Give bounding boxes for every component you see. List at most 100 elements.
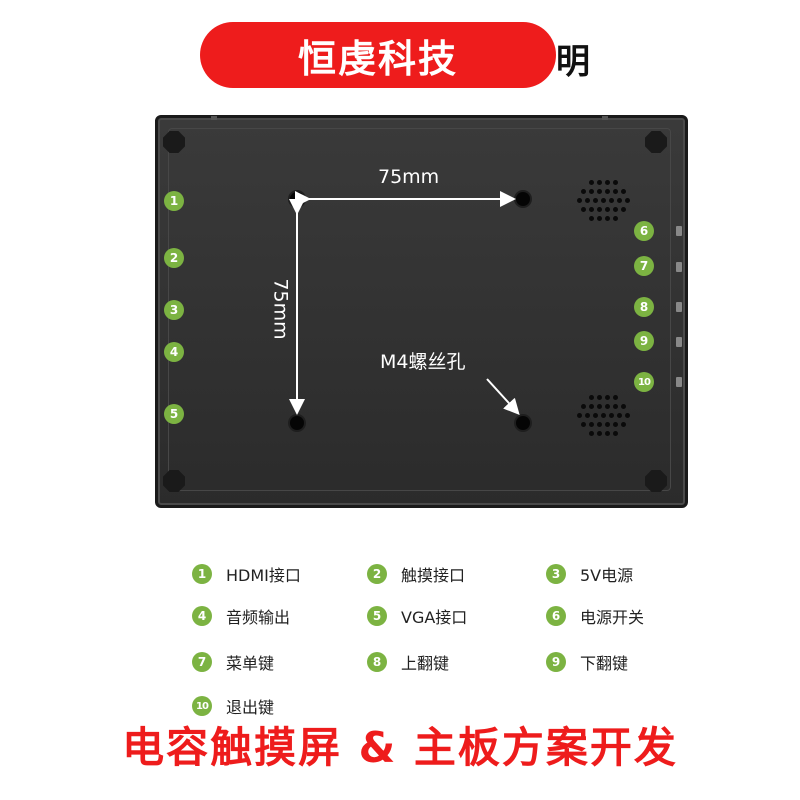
speaker-hole <box>612 207 618 212</box>
speaker-hole <box>580 404 586 409</box>
speaker-grille-bottom <box>574 393 632 441</box>
speaker-hole <box>596 422 602 427</box>
speaker-hole <box>600 198 606 203</box>
speaker-hole <box>588 395 594 400</box>
side-port-stub <box>676 302 682 312</box>
speaker-hole <box>624 413 630 418</box>
speaker-hole <box>620 207 626 212</box>
speaker-grille-top <box>574 178 632 226</box>
legend-item: 1 HDMI接口 <box>192 562 301 586</box>
speaker-hole <box>580 207 586 212</box>
port-badge-10: 10 <box>634 372 654 392</box>
brand-banner: 恒虔科技 <box>200 22 556 88</box>
speaker-hole <box>612 422 618 427</box>
speaker-hole <box>604 207 610 212</box>
speaker-hole <box>592 413 598 418</box>
legend-badge: 1 <box>192 564 212 584</box>
speaker-hole <box>612 189 618 194</box>
vesa-hole-bottom-right <box>516 416 530 430</box>
legend-item: 6 电源开关 <box>546 604 644 628</box>
legend-badge: 5 <box>367 606 387 626</box>
speaker-hole <box>596 207 602 212</box>
port-badge-2: 2 <box>164 248 184 268</box>
port-badge-3: 3 <box>164 300 184 320</box>
port-badge-5: 5 <box>164 404 184 424</box>
legend-label: 菜单键 <box>226 654 275 673</box>
banner-tail-text: 明 <box>556 42 590 82</box>
footer-slogan: 电容触摸屏 & 主板方案开发 <box>122 723 678 772</box>
corner-foot-bottom-right <box>645 470 667 492</box>
speaker-hole <box>612 180 618 185</box>
legend-item: 2 触摸接口 <box>367 562 465 586</box>
legend-badge: 2 <box>367 564 387 584</box>
vertical-dimension-label: 75mm <box>269 278 292 340</box>
speaker-hole <box>596 395 602 400</box>
horizontal-dimension-label: 75mm <box>378 166 440 188</box>
speaker-hole <box>592 198 598 203</box>
legend-badge: 7 <box>192 652 212 672</box>
legend-label: 电源开关 <box>580 608 645 627</box>
port-badge-8: 8 <box>634 297 654 317</box>
speaker-hole <box>584 413 590 418</box>
screw-hole-label: M4螺丝孔 <box>380 351 466 373</box>
speaker-hole <box>588 207 594 212</box>
legend-label: 5V电源 <box>580 566 634 585</box>
legend-badge: 8 <box>367 652 387 672</box>
legend-label: 触摸接口 <box>401 566 466 585</box>
speaker-hole <box>596 216 602 221</box>
legend-badge: 4 <box>192 606 212 626</box>
speaker-hole <box>588 216 594 221</box>
speaker-hole <box>612 431 618 436</box>
speaker-hole <box>624 198 630 203</box>
speaker-hole <box>608 413 614 418</box>
speaker-hole <box>604 189 610 194</box>
screw-pointer-arrow <box>486 378 520 415</box>
speaker-hole <box>604 404 610 409</box>
speaker-hole <box>612 404 618 409</box>
speaker-hole <box>580 189 586 194</box>
legend-item: 10 退出键 <box>192 694 274 718</box>
legend-label: 音频输出 <box>226 608 291 627</box>
speaker-hole <box>588 431 594 436</box>
dimension-arrows <box>289 191 520 415</box>
side-port-stub <box>676 377 682 387</box>
port-badge-6: 6 <box>634 221 654 241</box>
speaker-hole <box>596 189 602 194</box>
legend-item: 9 下翻键 <box>546 650 628 674</box>
speaker-hole <box>588 422 594 427</box>
vesa-hole-top-right <box>516 192 530 206</box>
speaker-hole <box>616 413 622 418</box>
speaker-hole <box>604 422 610 427</box>
corner-foot-top-right <box>645 131 667 153</box>
speaker-hole <box>612 216 618 221</box>
port-badge-4: 4 <box>164 342 184 362</box>
speaker-hole <box>576 413 582 418</box>
legend-item: 3 5V电源 <box>546 562 633 586</box>
corner-foot-top-left <box>163 131 185 153</box>
speaker-hole <box>596 404 602 409</box>
legend-item: 5 VGA接口 <box>367 604 467 628</box>
top-screw-mark <box>211 116 217 120</box>
vesa-hole-bottom-left <box>290 416 304 430</box>
legend-badge: 10 <box>192 696 212 716</box>
legend-label: HDMI接口 <box>226 566 301 585</box>
top-screw-mark <box>602 116 608 120</box>
legend-item: 4 音频输出 <box>192 604 290 628</box>
speaker-hole <box>604 395 610 400</box>
speaker-hole <box>604 180 610 185</box>
corner-foot-bottom-left <box>163 470 185 492</box>
speaker-hole <box>608 198 614 203</box>
legend-label: 退出键 <box>226 698 275 717</box>
speaker-hole <box>584 198 590 203</box>
speaker-hole <box>588 404 594 409</box>
speaker-hole <box>588 189 594 194</box>
legend-label: 下翻键 <box>580 654 629 673</box>
legend-label: 上翻键 <box>401 654 450 673</box>
speaker-hole <box>588 180 594 185</box>
legend-badge: 9 <box>546 652 566 672</box>
legend-badge: 6 <box>546 606 566 626</box>
legend-item: 7 菜单键 <box>192 650 274 674</box>
brand-title: 恒虔科技 <box>297 36 458 81</box>
side-port-stub <box>676 226 682 236</box>
port-badge-7: 7 <box>634 256 654 276</box>
